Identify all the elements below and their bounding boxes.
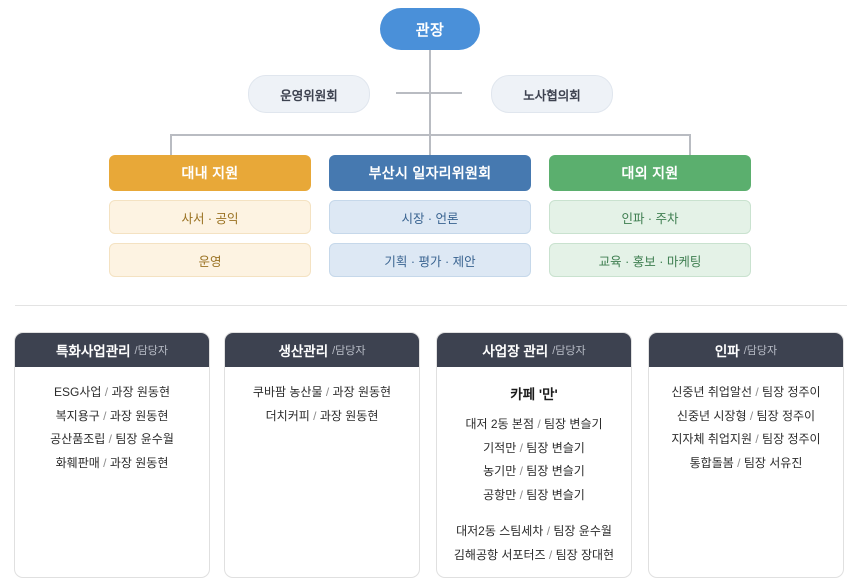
list-item[interactable]: 대저2동 스팀세차 / 팀장 윤수월 [456,524,612,539]
card-title: 특화사업관리 [56,344,131,359]
card-body: 카페 '만' 대저 2동 본점 / 팀장 변슬기 기적만 / 팀장 변슬기 농기… [437,367,631,575]
list-item[interactable]: 농기만 / 팀장 변슬기 [483,464,585,479]
list-item[interactable]: 지자체 취업지원 / 팀장 정주이 [671,432,821,447]
department-header[interactable]: 부산시 일자리위원회 [329,155,531,191]
card-subtitle: /담당자 [552,345,586,357]
card-title: 생산관리 [278,344,329,359]
list-item[interactable]: 통합돌봄 / 팀장 서유진 [689,455,803,470]
list-item[interactable]: 신중년 시장형 / 팀장 정주이 [676,408,816,423]
card-subtitle: /담당자 [134,345,168,357]
card-title: 사업장 관리 [482,344,549,359]
department-internal-support: 대내 지원 사서 · 공익 운영 [109,155,311,277]
department-subitem[interactable]: 사서 · 공익 [109,200,311,234]
card-body: ESG사업 / 과장 원동현 복지용구 / 과장 원동현 공산품조립 / 팀장 … [15,367,209,482]
list-item[interactable]: ESG사업 / 과장 원동현 [53,385,170,399]
department-external-support: 대외 지원 인파 · 주차 교육 · 홍보 · 마케팅 [549,155,751,277]
connector-mid-vertical [429,92,431,135]
card-header: 생산관리 /담당자 [225,333,419,367]
team-card-list: 특화사업관리 /담당자 ESG사업 / 과장 원동현 복지용구 / 과장 원동현… [0,332,862,580]
department-header[interactable]: 대외 지원 [549,155,751,191]
card-body: 신중년 취업알선 / 팀장 정주이 신중년 시장형 / 팀장 정주이 지자체 취… [649,367,843,482]
department-header[interactable]: 대내 지원 [109,155,311,191]
node-operating-committee[interactable]: 운영위원회 [248,75,370,113]
list-item[interactable]: 복지용구 / 과장 원동현 [55,408,169,423]
connector-drop-dept-2 [429,134,431,156]
list-item[interactable]: 김해공항 서포터즈 / 팀장 장대현 [453,547,615,562]
list-item[interactable]: 기적만 / 팀장 변슬기 [483,440,585,455]
department-subitem[interactable]: 기획 · 평가 · 제안 [329,243,531,277]
department-subitem[interactable]: 교육 · 홍보 · 마케팅 [549,243,751,277]
team-card-inpa: 인파 /담당자 신중년 취업알선 / 팀장 정주이 신중년 시장형 / 팀장 정… [648,332,844,578]
card-subtitle: /담당자 [332,345,366,357]
card-body: 쿠바팜 농산물 / 과장 원동현 더치커피 / 과장 원동현 [225,367,419,435]
department-busan-job-committee: 부산시 일자리위원회 시장 · 언론 기획 · 평가 · 제안 [329,155,531,277]
team-card-production-management: 생산관리 /담당자 쿠바팜 농산물 / 과장 원동현 더치커피 / 과장 원동현 [224,332,420,578]
department-subitem[interactable]: 인파 · 주차 [549,200,751,234]
list-item[interactable]: 화훼판매 / 과장 원동현 [55,455,169,470]
list-item[interactable]: 쿠바팜 농산물 / 과장 원동현 [252,385,392,399]
list-item[interactable]: 대저 2동 본점 / 팀장 변슬기 [465,417,603,431]
node-labor-management-council[interactable]: 노사협의회 [491,75,613,113]
team-card-specialized-business: 특화사업관리 /담당자 ESG사업 / 과장 원동현 복지용구 / 과장 원동현… [14,332,210,578]
node-director[interactable]: 관장 [380,8,480,50]
list-item[interactable]: 공산품조립 / 팀장 윤수월 [50,432,174,447]
connector-drop-dept-3 [689,134,691,156]
card-title: 인파 [714,344,740,359]
connector-drop-dept-1 [170,134,172,156]
connector-director-vertical [429,50,431,92]
org-hierarchy: 관장 운영위원회 노사협의회 대내 지원 사서 · 공익 운영 부산시 일자리위… [109,8,751,277]
department-subitem[interactable]: 운영 [109,243,311,277]
list-item[interactable]: 신중년 취업알선 / 팀장 정주이 [671,385,821,399]
card-header: 사업장 관리 /담당자 [437,333,631,367]
card-subtitle: /담당자 [743,345,778,357]
team-card-worksite-management: 사업장 관리 /담당자 카페 '만' 대저 2동 본점 / 팀장 변슬기 기적만… [436,332,632,578]
card-header: 인파 /담당자 [649,333,843,367]
card-header: 특화사업관리 /담당자 [15,333,209,367]
group-heading: 카페 '만' [510,387,558,402]
list-item[interactable]: 더치커피 / 과장 원동현 [265,408,379,423]
department-subitem[interactable]: 시장 · 언론 [329,200,531,234]
list-item[interactable]: 공항만 / 팀장 변슬기 [483,487,585,502]
section-divider [15,305,847,306]
